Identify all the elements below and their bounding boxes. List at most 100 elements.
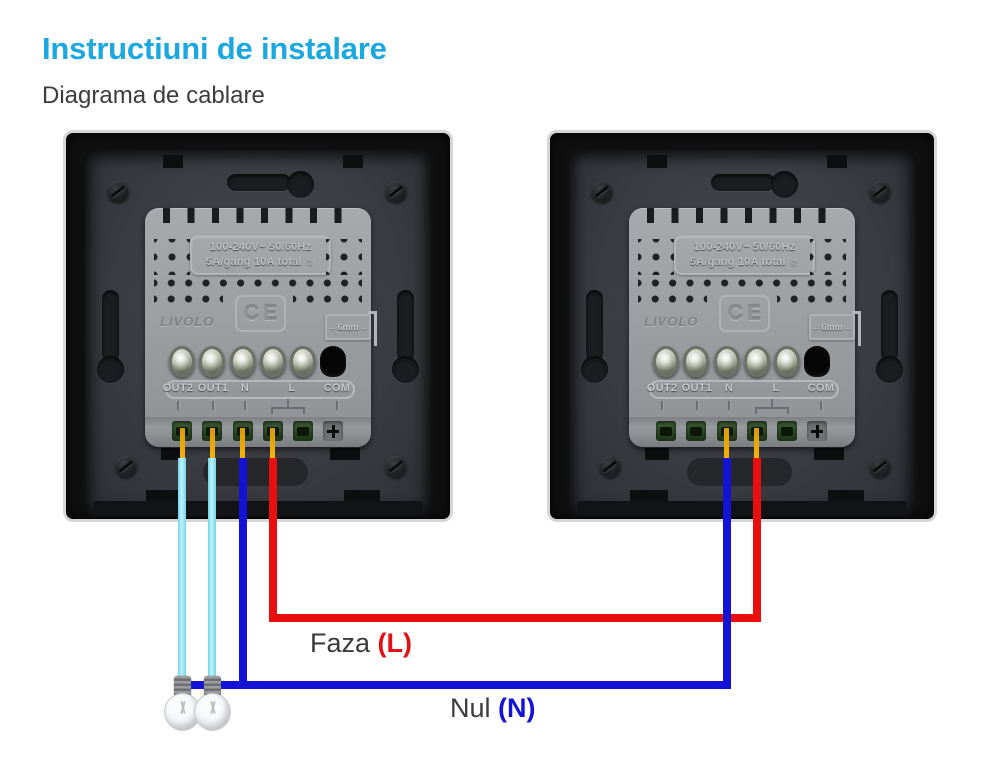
clamp-tab	[161, 448, 185, 460]
keyhole-slot-icon	[397, 290, 414, 362]
wire-gauge-plate: ←6mm→	[325, 311, 377, 346]
lamp-socket-cap	[174, 676, 191, 697]
label-tick	[177, 401, 179, 410]
neutral-wire-switch2	[723, 458, 731, 689]
terminal-label-strip	[649, 380, 839, 399]
vent-holes	[638, 274, 846, 292]
neutral-bus-wire	[178, 681, 731, 689]
terminal-screw-n	[230, 346, 256, 377]
phase-bus-wire	[269, 614, 761, 622]
vent-holes	[810, 239, 846, 275]
vent-notches	[163, 208, 355, 223]
terminal-label-n: N	[240, 382, 250, 394]
terminal-screw-out1	[683, 346, 709, 377]
wire-tip	[210, 428, 215, 460]
keyhole-slot-icon	[97, 356, 124, 383]
label-tick	[771, 399, 773, 407]
label-tick	[696, 401, 698, 410]
label-tick	[728, 401, 730, 410]
phase-wire-label: Faza (L)	[310, 628, 413, 658]
vent-holes	[638, 290, 707, 308]
wire-tip	[754, 428, 759, 460]
label-tick	[336, 401, 338, 410]
wire-entry-slot	[686, 421, 706, 441]
ce-mark: CE	[719, 295, 770, 332]
page-title: Instructiuni de instalare	[42, 31, 387, 66]
l-terminals-link-bracket	[755, 407, 789, 414]
mounting-screw-icon	[591, 181, 613, 203]
terminal-label-out2: OUT2	[162, 382, 194, 394]
keyhole-slot-icon	[876, 356, 903, 383]
clamp-tab	[814, 448, 844, 460]
wire-entry-slot	[656, 421, 676, 441]
terminal-label-l: L	[772, 382, 780, 394]
clamp-tab	[827, 155, 847, 168]
mounting-screw-icon	[599, 456, 621, 478]
clamp-tab	[343, 155, 363, 168]
terminal-screw-out1	[199, 346, 225, 377]
keyhole-slot-icon	[227, 174, 291, 191]
vent-holes	[638, 239, 674, 275]
keyhole-slot-icon	[581, 356, 608, 383]
phase-wire-switch1	[269, 458, 277, 622]
label-tick	[212, 401, 214, 410]
l-terminals-link-bracket	[271, 407, 305, 414]
label-tick	[244, 401, 246, 410]
lamp-socket-cap	[204, 676, 221, 697]
keyhole-slot-icon	[102, 290, 119, 362]
clamp-tab	[163, 155, 183, 168]
vent-holes	[777, 290, 846, 308]
wire-gauge-plate: ←6mm→	[809, 311, 861, 346]
com-port-hole	[804, 346, 830, 377]
clamp-tab	[647, 155, 667, 168]
dimmer-icon: ☼	[788, 256, 800, 268]
rating-line1: 100-240V~ 50/60Hz	[209, 241, 312, 253]
keyhole-slot-icon	[881, 290, 898, 362]
bottom-rail	[93, 501, 423, 516]
mounting-screw-icon	[115, 456, 137, 478]
phase-symbol: (L)	[377, 628, 413, 658]
terminal-label-n: N	[724, 382, 734, 394]
terminal-label-com: COM	[807, 382, 835, 394]
rating-line2: 5A/gang 10A total ☼	[689, 256, 800, 268]
wire-entry-slot	[293, 421, 313, 441]
wire-shadow	[687, 458, 792, 486]
terminal-screw-out2	[169, 346, 195, 377]
terminal-screw-l1	[260, 346, 286, 377]
terminal-label-out1: OUT1	[197, 382, 229, 394]
neutral-symbol: (N)	[498, 693, 536, 723]
keyhole-slot-icon	[771, 171, 798, 198]
terminal-screw-l2	[774, 346, 800, 377]
load-wire-out1	[208, 458, 216, 682]
terminal-label-out1: OUT1	[681, 382, 713, 394]
wire-tip	[180, 428, 185, 460]
label-tick	[661, 401, 663, 410]
mounting-screw-icon	[107, 181, 129, 203]
wire-shadow	[203, 458, 308, 486]
wire-entry-slot	[777, 421, 797, 441]
dimmer-icon: ☼	[304, 256, 316, 268]
wire-tip	[270, 428, 275, 460]
label-tick	[287, 399, 289, 407]
com-screw	[323, 421, 343, 441]
terminal-label-com: COM	[323, 382, 351, 394]
com-screw	[807, 421, 827, 441]
load-wire-out2	[178, 458, 186, 682]
mounting-screw-icon	[869, 181, 891, 203]
mounting-screw-icon	[869, 456, 891, 478]
brand-livolo: LIVOLO	[160, 314, 215, 329]
page-subtitle: Diagrama de cablare	[42, 82, 265, 109]
bottom-rail	[577, 501, 907, 516]
vent-holes	[154, 290, 223, 308]
keyhole-slot-icon	[287, 171, 314, 198]
terminal-screw-l1	[744, 346, 770, 377]
terminal-screw-n	[714, 346, 740, 377]
keyhole-slot-icon	[711, 174, 775, 191]
switch-back-panel-1: 100-240V~ 50/60Hz 5A/gang 10A total ☼ CE…	[63, 130, 453, 522]
switch-back-panel-2: 100-240V~ 50/60Hz 5A/gang 10A total ☼ CE…	[547, 130, 937, 522]
mounting-screw-icon	[385, 181, 407, 203]
terminal-label-out2: OUT2	[646, 382, 678, 394]
com-port-hole	[320, 346, 346, 377]
rating-line1: 100-240V~ 50/60Hz	[693, 241, 796, 253]
neutral-wire-label: Nul (N)	[450, 693, 536, 723]
